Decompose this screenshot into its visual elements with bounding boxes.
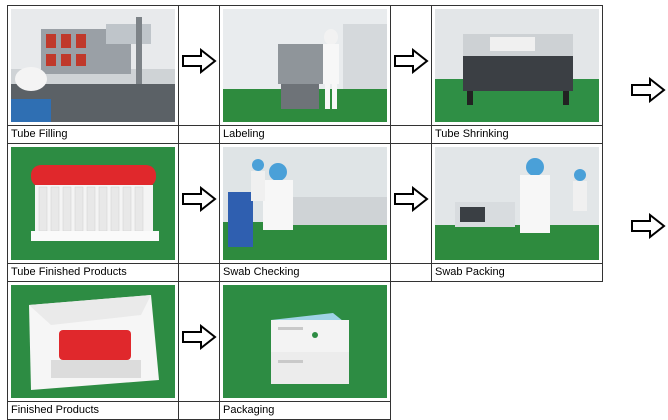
right-arrow-icon [394,186,429,212]
empty-caption-cell [178,401,220,420]
right-arrow-icon [182,324,217,350]
tube-filling-machine-photo [11,9,175,122]
flow-arrow-cell [178,5,220,126]
step-caption: Swab Packing [431,263,603,282]
empty-caption-cell [178,263,220,282]
open-kit-box-photo [11,285,175,398]
step-caption: Finished Products [7,401,179,420]
empty-caption-cell [178,125,220,144]
right-arrow-icon [631,213,666,239]
step-photo-cell [219,281,391,402]
step-photo-cell [219,143,391,264]
empty-cell [391,282,432,402]
flow-arrow-cell [178,281,220,402]
right-arrow-icon [631,77,666,103]
flow-arrow-cell [178,143,220,264]
step-caption: Labeling [219,125,391,144]
step-photo-cell [219,5,391,126]
step-caption: Tube Shrinking [431,125,603,144]
step-caption: Swab Checking [219,263,391,282]
empty-caption-cell [390,125,432,144]
step-photo-cell [7,5,179,126]
right-arrow-icon [182,48,217,74]
labeling-operator-photo [223,9,387,122]
red-cap-tubes-rack-photo [11,147,175,260]
flow-arrow-cell [390,5,432,126]
swab-packing-worker-photo [435,147,599,260]
step-caption: Packaging [219,401,391,420]
step-caption: Tube Finished Products [7,263,179,282]
empty-cell [432,402,603,420]
right-arrow-icon [394,48,429,74]
packaged-boxes-photo [223,285,387,398]
empty-caption-cell [390,263,432,282]
step-caption: Tube Filling [7,125,179,144]
step-photo-cell [7,281,179,402]
swab-checking-workers-photo [223,147,387,260]
empty-cell [391,402,432,420]
shrink-tunnel-machine-photo [435,9,599,122]
flow-arrow-cell [390,143,432,264]
step-photo-cell [431,5,603,126]
process-flow-table: Tube Filling Labeling Tube Shrinking [7,5,603,420]
step-photo-cell [431,143,603,264]
step-photo-cell [7,143,179,264]
empty-cell [432,282,603,402]
right-arrow-icon [182,186,217,212]
